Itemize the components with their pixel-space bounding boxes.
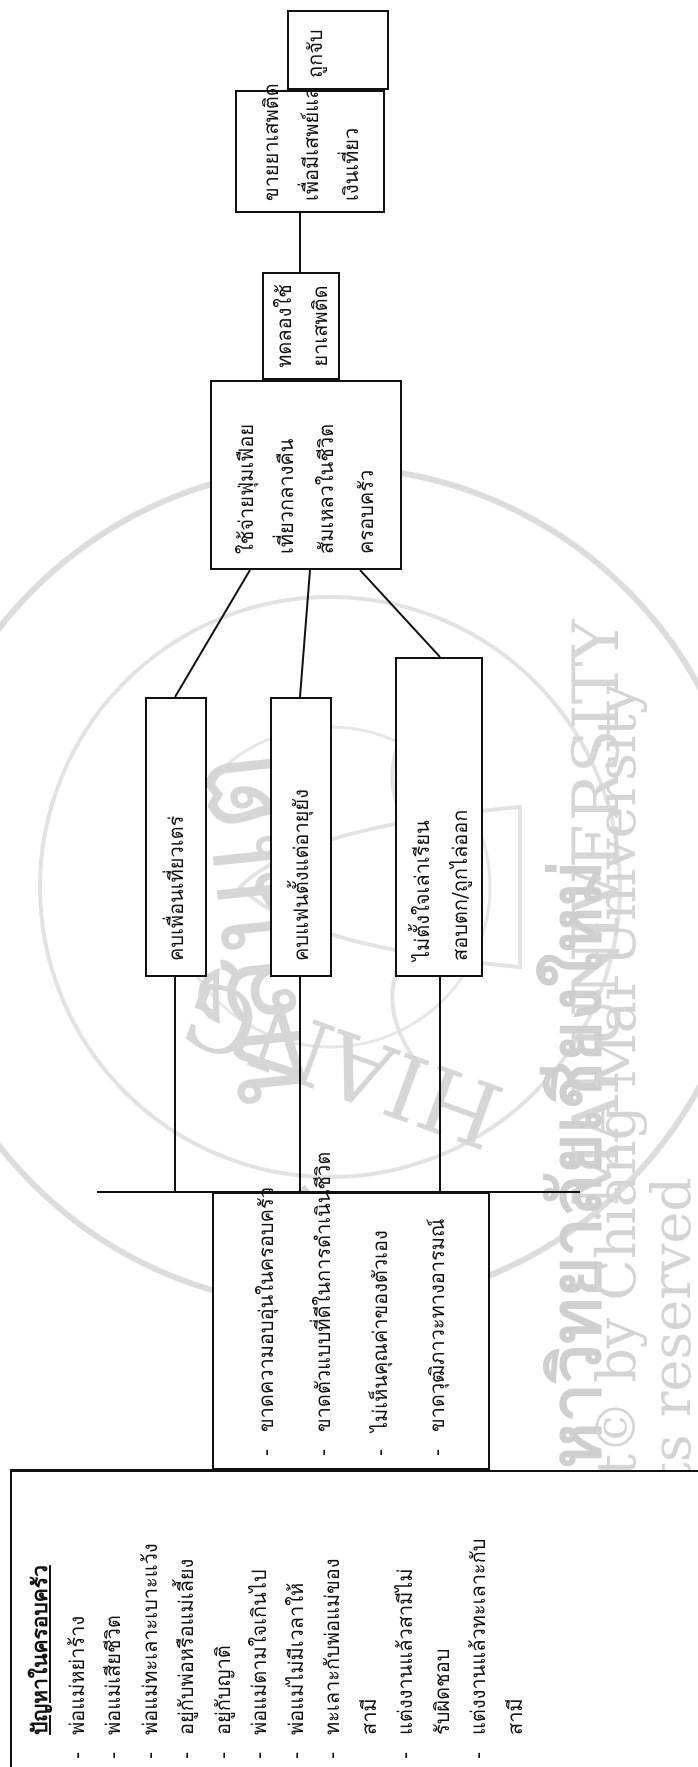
list-item: -พ่อแม่ทะเลาะเบาะแว้ง [137,1543,162,1759]
list-item-continuation: รับผิดชอบ [429,1648,454,1735]
list-item: -พ่อแม่หย่าร้าง [64,1615,89,1759]
list-item: -ไม่เห็นคุณค่าของตัวเอง [368,1230,392,1456]
selling-drugs-box: ขายยาเสพติด เพื่อมีเสพย์และมี เงินเที่ยว [235,63,385,213]
list-item: -แต่งงานแล้วทะเลาะกับ [466,1538,490,1759]
list-item-continuation: สามี [356,1698,381,1735]
behavior-box-friends: คบเพื่อนเที่ยวเตร่ [145,697,207,977]
list-item: -พ่อแม่ไม่มีเวลาให้ [283,1582,308,1759]
list-item: -ขาดตัวแบบที่ดีในการดำเนินชีวิต [311,1151,335,1456]
family-problems-title: ปัญหาในครอบครัว [28,1565,52,1735]
behavior-box-study: ไม่ตั้งใจเล่าเรียน สอบตก/ถูกไล่ออก [395,657,483,977]
lack-list: -ขาดความอบอุ่นในครอบครัว -ขาดตัวแบบที่ดี… [238,1151,466,1456]
list-item: -อยู่กับญาติ [210,1645,235,1759]
list-item: -อยู่กับพ่อหรือแม่เลี้ยง [174,1558,198,1759]
lack-box: -ขาดความอบอุ่นในครอบครัว -ขาดตัวแบบที่ดี… [212,1151,490,1470]
family-problems-box: ปัญหาในครอบครัว -พ่อแม่หย่าร้าง -พ่อแม่เ… [10,1470,698,1767]
behavior-box-partner: คบแฟนตั้งแต่อายุยัง [270,697,332,977]
family-problems-list: -พ่อแม่หย่าร้าง -พ่อแม่เสียชีวิต -พ่อแม่… [59,1480,534,1759]
list-item: -พ่อแม่เสียชีวิต [101,1615,125,1759]
spending-box: ใช้จ่ายฟุ่มเฟือย เที่ยวกลางคืน สัมเหลวใน… [210,380,402,570]
list-item: -ขาดความอบอุ่นในครอบครัว [254,1187,278,1456]
list-item: -แต่งงานแล้วสามีไม่ [393,1568,417,1759]
list-item-continuation: สามี [502,1698,527,1735]
list-item: -พ่อแม่ตามใจเกินไป [247,1569,271,1759]
trying-drugs-box: ทดลองใช้ ยาเสพติด [262,272,340,380]
list-item: -ทะเลาะกับพ่อแม่ของ [320,1558,344,1759]
list-item: -ขาดวุฒิภาวะทางอารมณ์ [425,1218,449,1456]
arrested-box: ถูกจับ [287,10,389,90]
